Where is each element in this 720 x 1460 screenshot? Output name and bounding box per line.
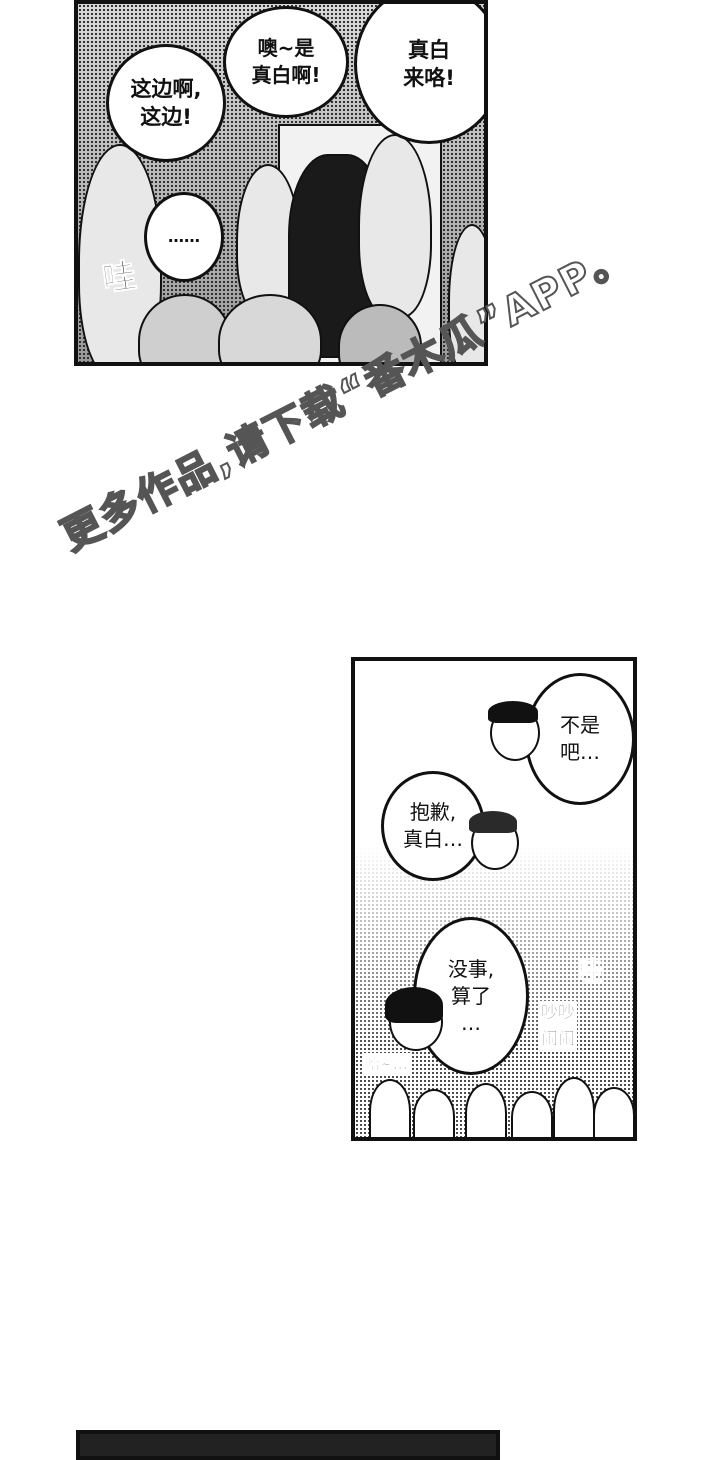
speech-bubble-oh-mashiro: 噢~是 真白啊!: [223, 6, 349, 118]
crowd-silhouette: [369, 1079, 411, 1137]
crowd-silhouette: [593, 1087, 633, 1137]
character-hair-worried: [488, 701, 538, 723]
speech-text-ellipsis: ……: [168, 227, 200, 247]
character-hair-apologizing: [469, 811, 517, 833]
crowd-front-mid: [218, 294, 322, 362]
speech-text-sorry: 抱歉, 真白…: [403, 800, 463, 851]
crowd-silhouette: [413, 1089, 455, 1137]
comic-panel-next: [76, 1430, 500, 1460]
speech-text-its-fine: 没事, 算了 …: [447, 956, 495, 1035]
speech-text-no-way: 不是 吧…: [560, 713, 600, 764]
sfx-sigh: 哈~…: [363, 1053, 410, 1074]
speech-bubble-here: 这边啊, 这边!: [106, 44, 226, 162]
comic-panel-party: 这边啊, 这边! 噢~是 真白啊! 真白 来咯! …… 哇: [74, 0, 488, 366]
speech-text-mashiro-here: 真白 来咯!: [403, 37, 455, 90]
comic-panel-conversation: 不是 吧… 抱歉, 真白… 没事, 算了 … 哇 吵吵 闹闹 哈~…: [351, 657, 637, 1141]
speech-bubble-ellipsis: ……: [144, 192, 224, 282]
crowd-silhouette: [511, 1091, 553, 1137]
crowd-silhouette: [553, 1077, 595, 1137]
speech-bubble-no-way: 不是 吧…: [525, 673, 633, 805]
sfx-noisy: 吵吵 闹闹: [539, 1001, 577, 1052]
crowd-front-left: [138, 294, 232, 362]
speech-bubble-mashiro-here: 真白 来咯!: [354, 4, 484, 144]
speech-text-oh-mashiro: 噢~是 真白啊!: [251, 36, 321, 87]
sfx-wa: 哇: [99, 255, 140, 301]
sfx-wa-small: 哇: [576, 957, 604, 988]
person-right-edge: [448, 224, 484, 362]
character-hair-mashiro: [385, 987, 443, 1023]
speech-text-here: 这边啊, 这边!: [130, 76, 202, 129]
person-white-jacket: [358, 134, 432, 318]
speech-bubble-sorry: 抱歉, 真白…: [381, 771, 485, 881]
crowd-silhouette: [465, 1083, 507, 1137]
